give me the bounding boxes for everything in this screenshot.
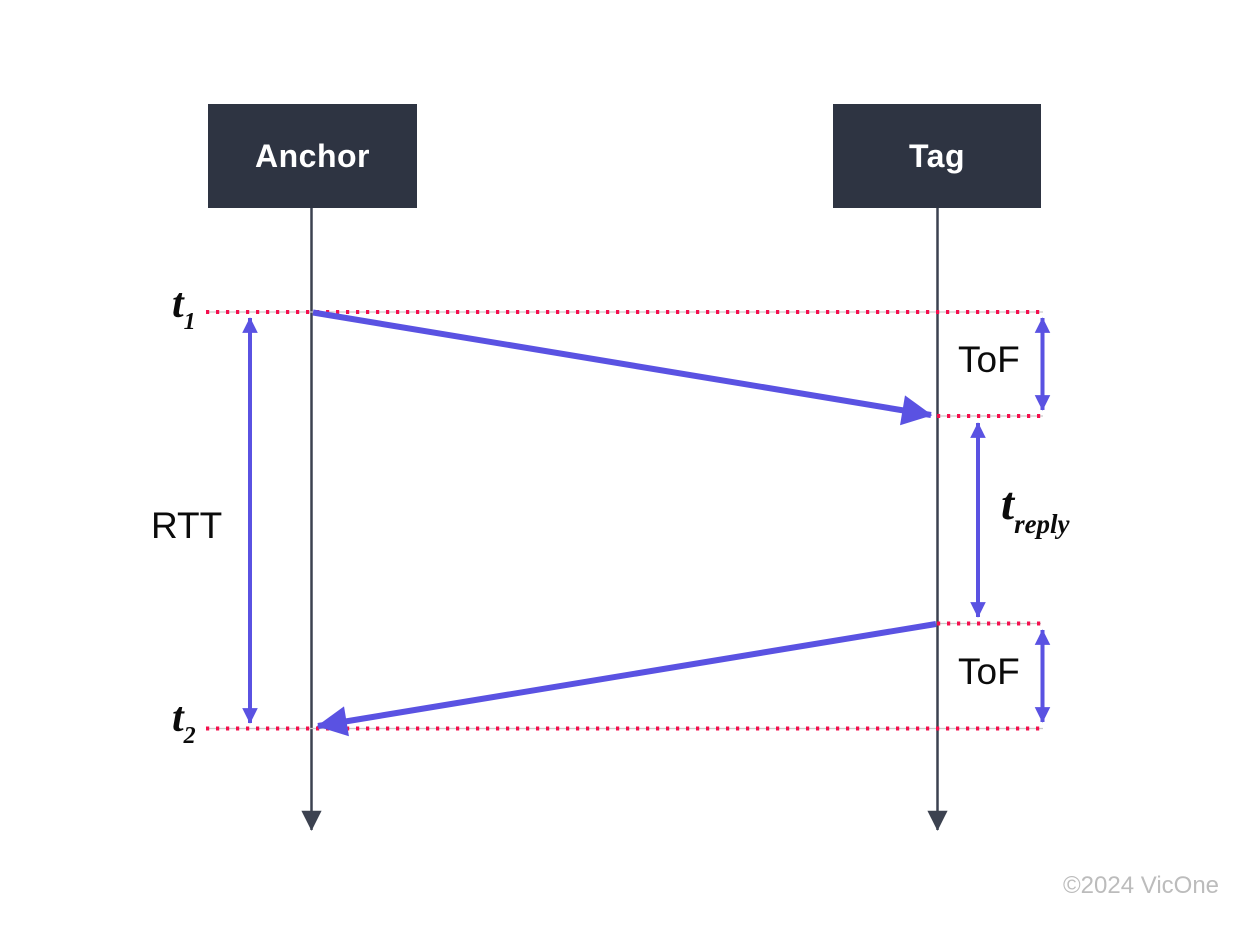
t1-subscript: 1 xyxy=(183,309,196,335)
actor-tag: Tag xyxy=(833,104,1041,208)
copyright-watermark: ©2024 VicOne xyxy=(1063,872,1220,899)
actor-tag-label: Tag xyxy=(908,137,965,174)
t2-subscript: 2 xyxy=(183,723,196,749)
t2-label: t2 xyxy=(172,695,196,749)
poll-message-arrow xyxy=(312,309,933,426)
tof-upper-label: ToF xyxy=(958,339,1020,380)
actor-anchor-label: Anchor xyxy=(255,137,370,174)
t1-label: t1 xyxy=(172,281,196,335)
tof-lower-label: ToF xyxy=(958,651,1020,692)
t-reply-label: treply xyxy=(1001,478,1070,539)
response-message-arrow xyxy=(316,621,937,737)
t-reply-subscript: reply xyxy=(1014,509,1070,539)
rtt-label: RTT xyxy=(151,505,223,546)
actor-anchor: Anchor xyxy=(208,104,417,208)
